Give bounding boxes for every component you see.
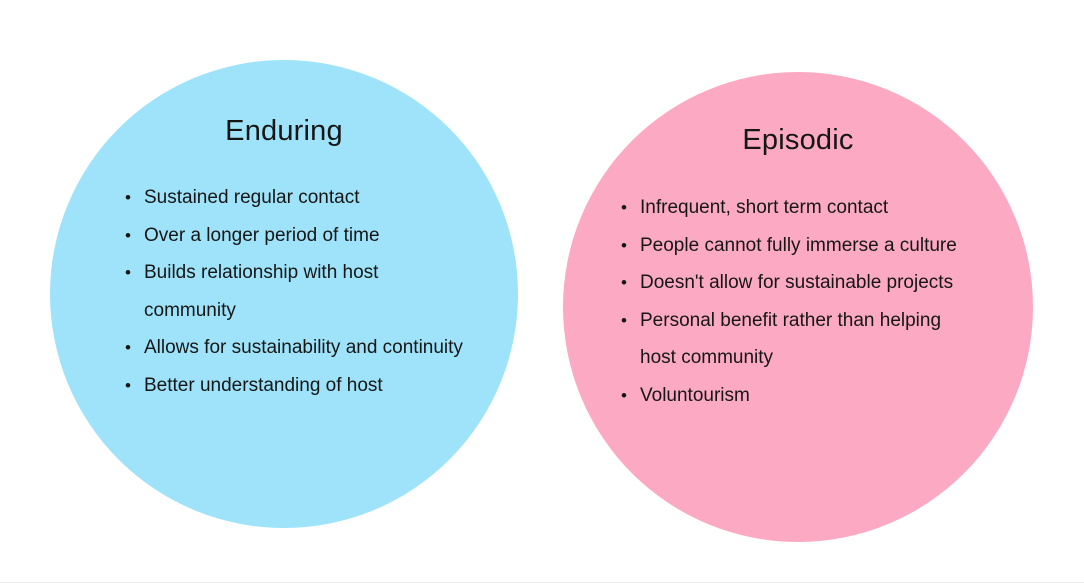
bullet-item: • Better understanding of host (125, 367, 507, 405)
bullet-dot-icon: • (621, 385, 627, 405)
bullet-dot-icon: • (621, 273, 627, 292)
bullet-dot-icon: • (125, 375, 131, 395)
bullet-item: • Personal benefit rather than helping ho… (621, 302, 1013, 377)
episodic-title: Episodic (742, 124, 854, 156)
bullet-dot-icon: • (125, 225, 131, 245)
bullet-dot-icon: • (125, 263, 131, 282)
episodic-bullet-list: • Infrequent, short term contact • People c… (621, 189, 1013, 414)
bullet-dot-icon: • (621, 198, 627, 217)
bullet-text: Voluntourism (640, 384, 750, 406)
bullet-dot-icon: • (125, 338, 131, 357)
bullet-text: People cannot fully immerse a culture (640, 234, 957, 256)
bullet-text: Doesn't allow for sustainable projects (640, 272, 954, 293)
episodic-circle (563, 72, 1033, 542)
bullet-text: Builds relationship with host community (144, 262, 379, 321)
enduring-bullet-list: • Sustained regular contact • Over a longer… (125, 179, 507, 404)
bullet-text: Sustained regular contact (144, 187, 360, 208)
bullet-dot-icon: • (621, 310, 627, 330)
bullet-item: • Allows for sustainability and continuit… (125, 329, 507, 367)
bullet-item: • Builds relationship with host community (125, 254, 507, 329)
bullet-text: Allows for sustainability and continuity (144, 337, 463, 358)
bullet-item: • Doesn't allow for sustainable projects (621, 264, 1013, 302)
bullet-item: • Infrequent, short term contact (621, 189, 1013, 227)
bullet-text: Better understanding of host (144, 374, 383, 396)
bullet-text: Personal benefit rather than helping hos… (640, 309, 942, 369)
bullet-item: • Voluntourism (621, 377, 1013, 415)
bullet-item: • Over a longer period of time (125, 217, 507, 255)
bullet-item: • People cannot fully immerse a culture (621, 227, 1013, 265)
enduring-circle (50, 60, 518, 528)
bullet-item: • Sustained regular contact (125, 179, 507, 217)
bullet-dot-icon: • (621, 235, 627, 255)
enduring-title: Enduring (225, 115, 343, 147)
bullet-dot-icon: • (125, 188, 131, 207)
bullet-text: Over a longer period of time (144, 224, 380, 246)
bullet-text: Infrequent, short term contact (640, 197, 889, 218)
